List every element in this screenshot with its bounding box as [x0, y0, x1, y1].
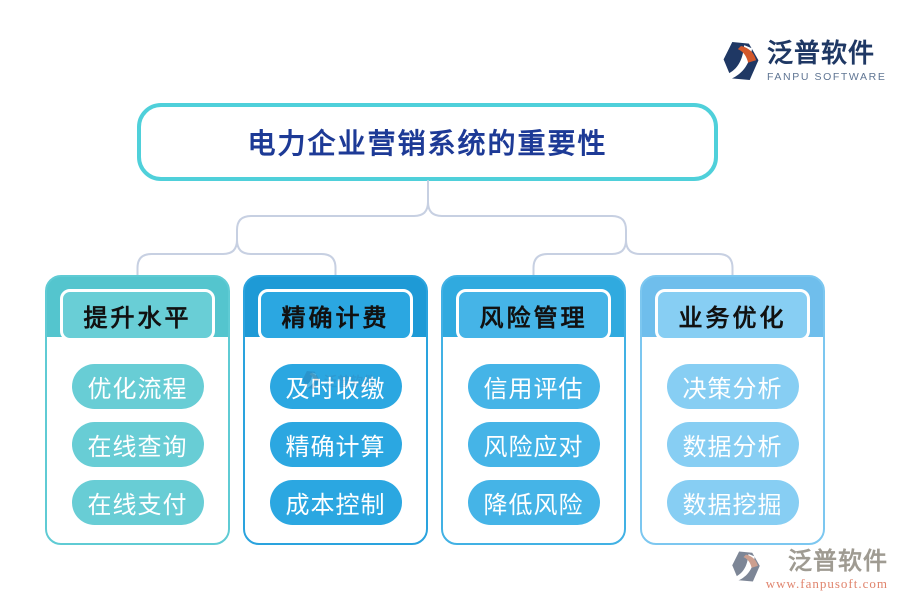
column-items: 优化流程 在线查询 在线支付 — [47, 364, 228, 525]
leaf-node: 精确计算 — [269, 422, 402, 467]
column-items: 信用评估 风险应对 降低风险 — [443, 364, 624, 525]
leaf-node: 降低风险 — [467, 480, 600, 525]
column-header-label: 提升水平 — [83, 305, 192, 332]
branch-column-improve: 提升水平 优化流程 在线查询 在线支付 — [45, 275, 230, 545]
column-header-label: 风险管理 — [479, 305, 588, 332]
leaf-node: 在线支付 — [71, 480, 204, 525]
footer-url: www.fanpusoft.com — [765, 576, 888, 591]
brand-logo: 泛普软件 FANPU SOFTWARE — [722, 39, 887, 83]
fanpu-logo-icon — [731, 551, 760, 582]
leaf-node: 风险应对 — [467, 422, 600, 467]
page-title: 电力企业营销系统的重要性 — [247, 129, 608, 160]
column-header: 精确计费 — [258, 289, 413, 341]
fanpu-logo-icon — [723, 42, 759, 80]
column-header: 提升水平 — [60, 289, 215, 341]
column-items: 及时收缴 精确计算 成本控制 — [245, 364, 426, 525]
leaf-node: 决策分析 — [666, 364, 799, 409]
brand-subtitle: FANPU SOFTWARE — [767, 70, 887, 83]
branch-column-risk: 风险管理 信用评估 风险应对 降低风险 — [441, 275, 626, 545]
leaf-node: 及时收缴 — [269, 364, 402, 409]
column-header-label: 业务优化 — [678, 305, 787, 332]
footer-brand-name: 泛普软件 — [788, 548, 888, 575]
leaf-node: 成本控制 — [269, 480, 402, 525]
leaf-node: 数据分析 — [666, 422, 799, 467]
brand-name: 泛普软件 — [767, 39, 876, 68]
branch-column-optimize: 业务优化 决策分析 数据分析 数据挖掘 — [640, 275, 825, 545]
leaf-node: 在线查询 — [71, 422, 204, 467]
diagram-title-node: 电力企业营销系统的重要性 — [137, 103, 718, 181]
column-items: 决策分析 数据分析 数据挖掘 — [642, 364, 823, 525]
leaf-node: 数据挖掘 — [666, 480, 799, 525]
column-header-label: 精确计费 — [281, 305, 390, 332]
leaf-node: 信用评估 — [467, 364, 600, 409]
leaf-node: 优化流程 — [71, 364, 204, 409]
branch-column-billing: 精确计费 及时收缴 精确计算 成本控制 — [243, 275, 428, 545]
column-header: 风险管理 — [456, 289, 611, 341]
footer-watermark: 泛普软件 www.fanpusoft.com — [731, 548, 888, 592]
column-header: 业务优化 — [655, 289, 810, 341]
